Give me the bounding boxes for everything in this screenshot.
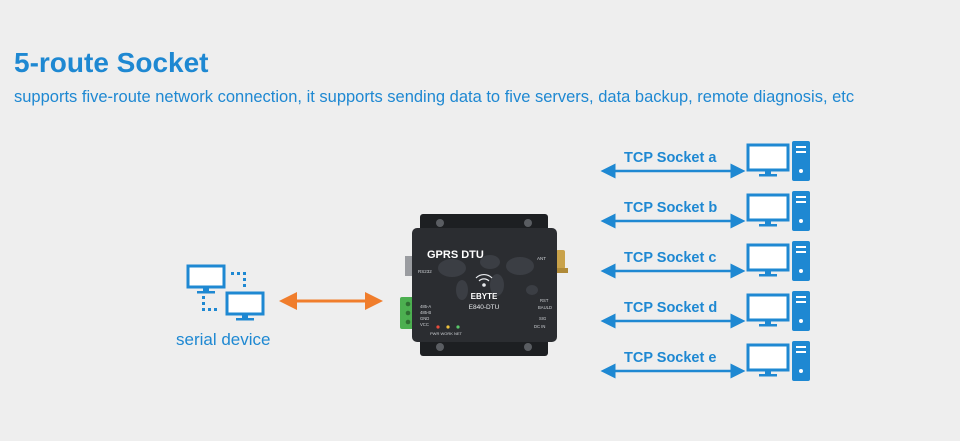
pin-gnd-label: GND bbox=[420, 316, 429, 321]
device-name: GPRS DTU bbox=[427, 249, 484, 261]
dc-in-label: DC IN bbox=[534, 324, 545, 329]
status-led bbox=[456, 325, 460, 329]
server-icon bbox=[746, 241, 810, 281]
monitor-icon bbox=[225, 291, 265, 321]
serial-device-label: serial device bbox=[176, 330, 271, 349]
dotted-link bbox=[202, 272, 246, 311]
page-title: 5-route Socket bbox=[14, 47, 209, 78]
world-map-pattern bbox=[438, 255, 538, 300]
antenna bbox=[556, 250, 565, 269]
socket-arrows bbox=[600, 163, 746, 379]
socket-label-e: TCP Socket e bbox=[624, 350, 717, 366]
pin-485a-label: 485-A bbox=[420, 304, 431, 309]
serial-device-icon bbox=[186, 264, 265, 321]
pwr-work-net-label: PWR WORK NET bbox=[430, 331, 463, 336]
sig-label: SIG bbox=[539, 316, 546, 321]
socket-label-c: TCP Socket c bbox=[624, 250, 717, 266]
page-subtitle: supports five-route network connection, … bbox=[14, 88, 855, 106]
pin-vcc-label: VCC bbox=[420, 322, 429, 327]
rst-label: RST bbox=[540, 298, 549, 303]
mounting-flange-bottom bbox=[420, 338, 548, 356]
gprs-dtu-device: GPRS DTU RS232 ANT EBYTE E840-DTU RST BA… bbox=[400, 214, 568, 356]
monitor-icon bbox=[186, 264, 226, 294]
wireless-icon bbox=[475, 274, 493, 287]
server-icon bbox=[746, 341, 810, 381]
status-led bbox=[446, 325, 450, 329]
ant-label: ANT bbox=[537, 256, 546, 261]
model-label: E840-DTU bbox=[469, 304, 500, 311]
rs232-label: RS232 bbox=[418, 269, 432, 274]
socket-label-b: TCP Socket b bbox=[624, 200, 718, 216]
status-led bbox=[436, 325, 440, 329]
bauld-label: BAULD bbox=[538, 305, 552, 310]
server-icons bbox=[746, 141, 810, 381]
server-icon bbox=[746, 141, 810, 181]
socket-label-d: TCP Socket d bbox=[624, 300, 718, 316]
server-icon bbox=[746, 291, 810, 331]
brand-logo: EBYTE bbox=[471, 292, 498, 301]
socket-label-a: TCP Socket a bbox=[624, 150, 717, 166]
pin-485b-label: 485-B bbox=[420, 310, 431, 315]
server-icon bbox=[746, 191, 810, 231]
